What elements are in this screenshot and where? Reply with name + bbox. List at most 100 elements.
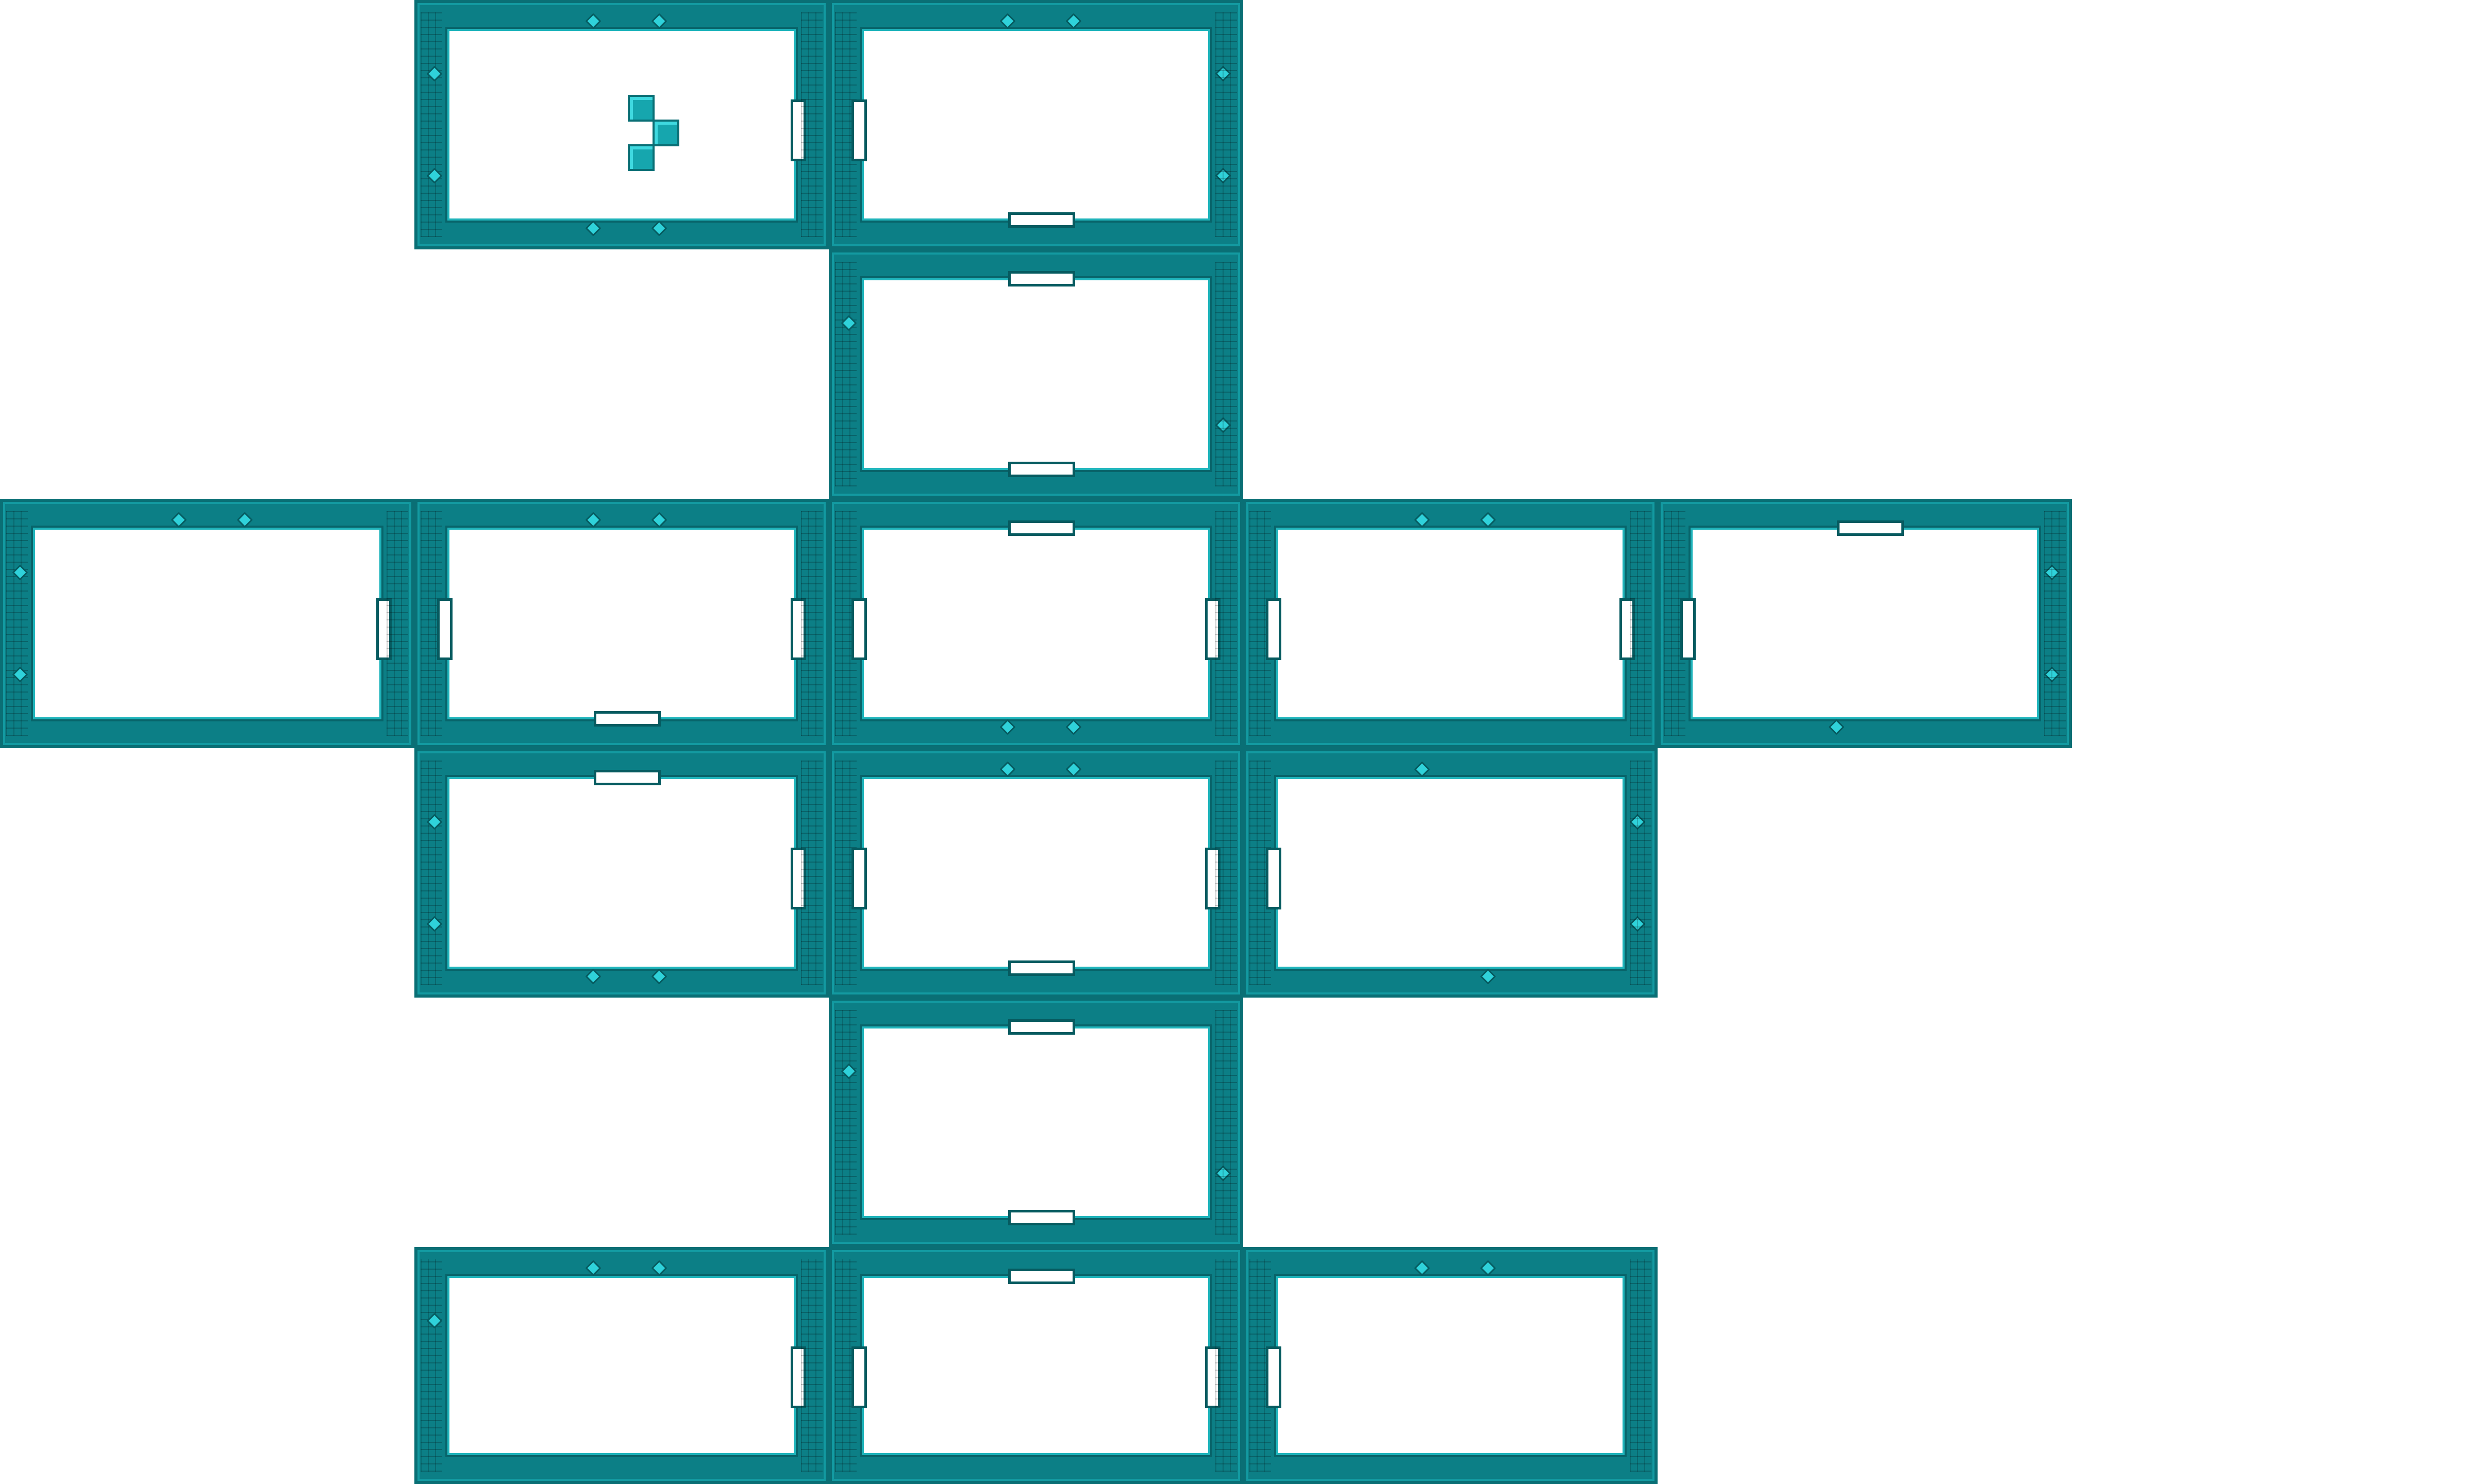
- stud-icon: [999, 13, 1016, 29]
- room-r11[interactable]: [1243, 748, 1658, 998]
- stud-icon: [651, 512, 667, 528]
- door-left[interactable]: [1266, 1346, 1281, 1408]
- stud-icon: [1828, 719, 1845, 735]
- door-bottom[interactable]: [1008, 462, 1075, 477]
- door-top[interactable]: [1008, 1269, 1075, 1284]
- door-left[interactable]: [851, 598, 867, 660]
- stud-icon: [12, 666, 28, 683]
- stud-icon: [1065, 719, 1082, 735]
- door-bottom[interactable]: [1008, 212, 1075, 228]
- stud-icon: [585, 13, 601, 29]
- stud-icon: [1480, 512, 1496, 528]
- player-block: [653, 120, 679, 146]
- room-floor: [1276, 777, 1625, 969]
- stud-icon: [1215, 417, 1231, 433]
- door-right[interactable]: [1205, 1346, 1221, 1408]
- room-floor: [33, 528, 381, 719]
- stud-icon: [1629, 916, 1646, 932]
- stud-icon: [585, 512, 601, 528]
- door-left[interactable]: [1266, 848, 1281, 909]
- room-r9[interactable]: [414, 748, 829, 998]
- room-floor: [1691, 528, 2039, 719]
- door-top[interactable]: [1008, 1019, 1075, 1035]
- door-right[interactable]: [1619, 598, 1635, 660]
- room-r15[interactable]: [1243, 1247, 1658, 1484]
- door-top[interactable]: [1837, 520, 1904, 536]
- room-floor: [447, 29, 796, 221]
- stud-icon: [1215, 167, 1231, 184]
- room-floor: [1276, 1276, 1625, 1455]
- stud-icon: [1065, 761, 1082, 778]
- door-top[interactable]: [1008, 520, 1075, 536]
- stud-icon: [1414, 761, 1430, 778]
- player-block: [628, 95, 655, 122]
- room-r12[interactable]: [829, 998, 1243, 1247]
- door-right[interactable]: [376, 598, 392, 660]
- room-floor: [862, 278, 1210, 470]
- room-r4[interactable]: [0, 499, 414, 748]
- stud-icon: [585, 968, 601, 985]
- door-right[interactable]: [791, 1346, 806, 1408]
- door-left[interactable]: [437, 598, 453, 660]
- stud-icon: [651, 13, 667, 29]
- stud-icon: [1215, 65, 1231, 82]
- room-r1[interactable]: [414, 0, 829, 249]
- stud-icon: [2044, 564, 2060, 581]
- stud-icon: [426, 1312, 443, 1329]
- door-left[interactable]: [1266, 598, 1281, 660]
- stud-icon: [426, 814, 443, 830]
- room-floor: [862, 777, 1210, 969]
- stud-icon: [1414, 1260, 1430, 1276]
- door-left[interactable]: [851, 1346, 867, 1408]
- room-r3[interactable]: [829, 249, 1243, 499]
- room-floor: [447, 1276, 796, 1455]
- door-right[interactable]: [791, 99, 806, 161]
- room-floor: [862, 528, 1210, 719]
- stud-icon: [426, 65, 443, 82]
- room-r5[interactable]: [414, 499, 829, 748]
- stud-icon: [1215, 1165, 1231, 1182]
- room-r2[interactable]: [829, 0, 1243, 249]
- stud-icon: [426, 916, 443, 932]
- door-bottom[interactable]: [1008, 960, 1075, 976]
- room-floor: [1276, 528, 1625, 719]
- door-right[interactable]: [791, 598, 806, 660]
- stud-icon: [841, 1063, 857, 1080]
- stud-icon: [841, 315, 857, 331]
- room-r7[interactable]: [1243, 499, 1658, 748]
- room-r8[interactable]: [1658, 499, 2072, 748]
- stud-icon: [999, 761, 1016, 778]
- door-right[interactable]: [791, 848, 806, 909]
- stud-icon: [999, 719, 1016, 735]
- stud-icon: [171, 512, 187, 528]
- stud-icon: [237, 512, 253, 528]
- door-bottom[interactable]: [1008, 1210, 1075, 1225]
- stud-icon: [12, 564, 28, 581]
- room-floor: [862, 29, 1210, 221]
- door-top[interactable]: [594, 770, 661, 785]
- door-right[interactable]: [1205, 598, 1221, 660]
- door-bottom[interactable]: [594, 711, 661, 727]
- room-floor: [862, 1276, 1210, 1455]
- stud-icon: [1414, 512, 1430, 528]
- stud-icon: [1629, 814, 1646, 830]
- stud-icon: [1480, 1260, 1496, 1276]
- stud-icon: [585, 1260, 601, 1276]
- stud-icon: [426, 167, 443, 184]
- room-r6[interactable]: [829, 499, 1243, 748]
- door-left[interactable]: [851, 99, 867, 161]
- room-r13[interactable]: [414, 1247, 829, 1484]
- room-floor: [447, 777, 796, 969]
- room-r10[interactable]: [829, 748, 1243, 998]
- door-right[interactable]: [1205, 848, 1221, 909]
- player-block: [628, 144, 655, 171]
- room-floor: [862, 1026, 1210, 1218]
- door-left[interactable]: [851, 848, 867, 909]
- door-top[interactable]: [1008, 271, 1075, 286]
- room-floor: [447, 528, 796, 719]
- room-r14[interactable]: [829, 1247, 1243, 1484]
- stud-icon: [1480, 968, 1496, 985]
- stud-icon: [1065, 13, 1082, 29]
- door-left[interactable]: [1680, 598, 1696, 660]
